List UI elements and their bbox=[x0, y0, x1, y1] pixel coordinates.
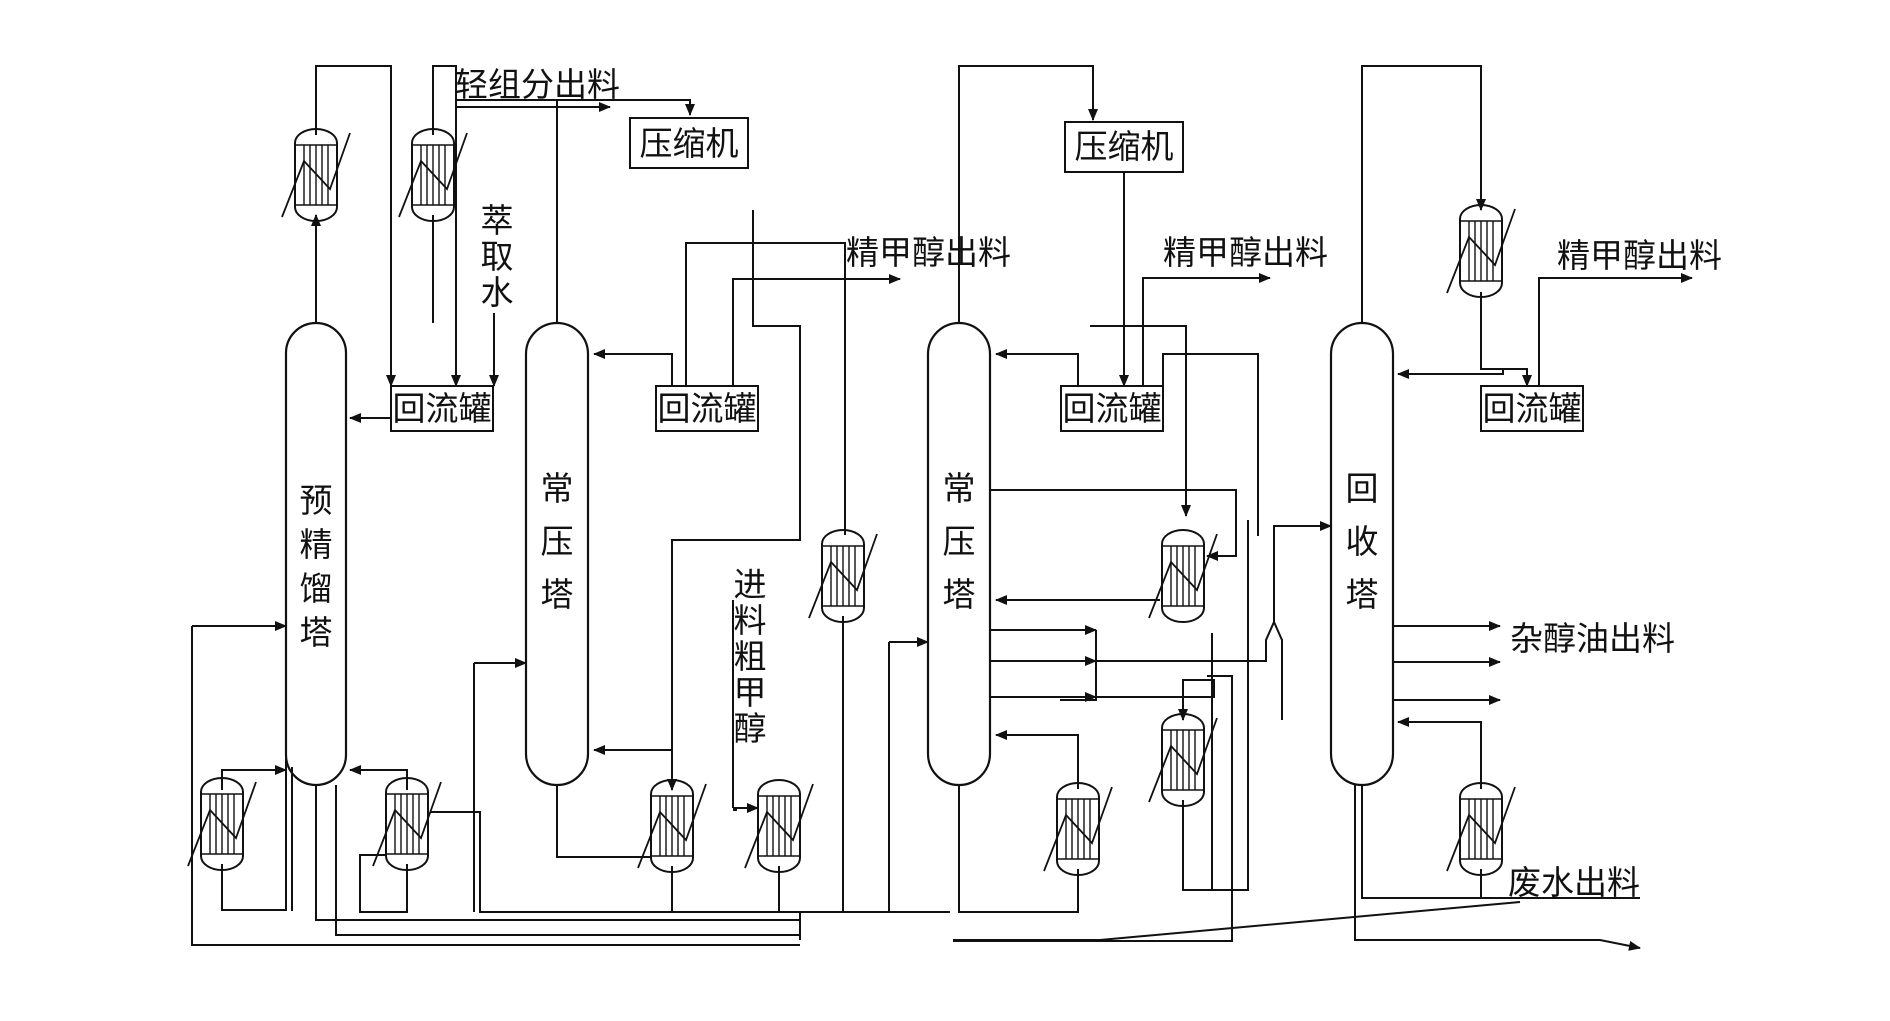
wastewater-label: 废水出料 bbox=[1508, 863, 1640, 902]
crude-feed-char: 甲 bbox=[734, 673, 767, 712]
crude-feed-char: 醇 bbox=[734, 709, 767, 748]
condenser-2 bbox=[808, 529, 878, 623]
column-label-char: 塔 bbox=[541, 575, 574, 614]
pure-methanol-label-3: 精甲醇出料 bbox=[1557, 236, 1722, 275]
column-label-char: 塔 bbox=[943, 575, 976, 614]
condenser-1a bbox=[281, 128, 351, 222]
feed-preheater bbox=[744, 779, 814, 873]
reboiler-4 bbox=[1446, 782, 1516, 876]
compressor-label: 压缩机 bbox=[1075, 127, 1174, 166]
column-label-char: 常 bbox=[541, 469, 574, 508]
recovery-column: 回 收 塔 bbox=[1329, 321, 1395, 787]
reflux-drum-3: 回流罐 bbox=[1060, 385, 1164, 432]
column-label-char: 塔 bbox=[1346, 575, 1379, 614]
column-label-char: 常 bbox=[943, 469, 976, 508]
crude-feed-char: 进 bbox=[734, 565, 767, 604]
column-label-char: 塔 bbox=[300, 613, 333, 652]
reboiler-3 bbox=[1043, 782, 1113, 876]
reflux-drum-4: 回流罐 bbox=[1480, 385, 1584, 432]
reflux-drum-label: 回流罐 bbox=[658, 389, 757, 428]
compressor-label: 压缩机 bbox=[640, 124, 739, 163]
side-heater-3 bbox=[1148, 713, 1218, 807]
atmospheric-column-1: 常 压 塔 bbox=[524, 321, 590, 787]
column-label-char: 精 bbox=[300, 525, 333, 564]
atmospheric-column-2: 常 压 塔 bbox=[926, 321, 992, 787]
fusel-oil-label: 杂醇油出料 bbox=[1510, 619, 1675, 658]
extraction-water-char: 取 bbox=[481, 237, 514, 276]
compressor-1: 压缩机 bbox=[629, 117, 749, 169]
reflux-drum-label: 回流罐 bbox=[393, 389, 492, 428]
column-label-char: 收 bbox=[1346, 522, 1379, 561]
column-label-char: 馏 bbox=[300, 569, 333, 608]
column-label-char: 预 bbox=[300, 481, 333, 520]
column-label-char: 压 bbox=[943, 522, 976, 561]
reflux-drum-1: 回流罐 bbox=[390, 385, 494, 432]
reboiler-1b bbox=[372, 777, 442, 871]
reboiler-1a bbox=[187, 777, 257, 871]
condenser-4 bbox=[1446, 204, 1516, 298]
compressor-2: 压缩机 bbox=[1064, 121, 1184, 173]
extraction-water-char: 萃 bbox=[481, 201, 514, 240]
pure-methanol-label-1: 精甲醇出料 bbox=[846, 233, 1011, 272]
reflux-drum-label: 回流罐 bbox=[1483, 389, 1582, 428]
extraction-water-char: 水 bbox=[481, 273, 514, 312]
column-label-char: 回 bbox=[1346, 469, 1379, 508]
reboiler-2 bbox=[637, 779, 707, 873]
side-cooler-3 bbox=[1148, 529, 1218, 623]
crude-feed-char: 粗 bbox=[734, 637, 767, 676]
light-ends-label: 轻组分出料 bbox=[455, 65, 620, 104]
prerectification-column: 预 精 馏 塔 bbox=[284, 321, 348, 787]
reflux-drum-label: 回流罐 bbox=[1063, 389, 1162, 428]
reflux-drum-2: 回流罐 bbox=[655, 385, 759, 432]
pure-methanol-label-2: 精甲醇出料 bbox=[1163, 233, 1328, 272]
crude-feed-char: 料 bbox=[734, 601, 767, 640]
column-label-char: 压 bbox=[541, 522, 574, 561]
